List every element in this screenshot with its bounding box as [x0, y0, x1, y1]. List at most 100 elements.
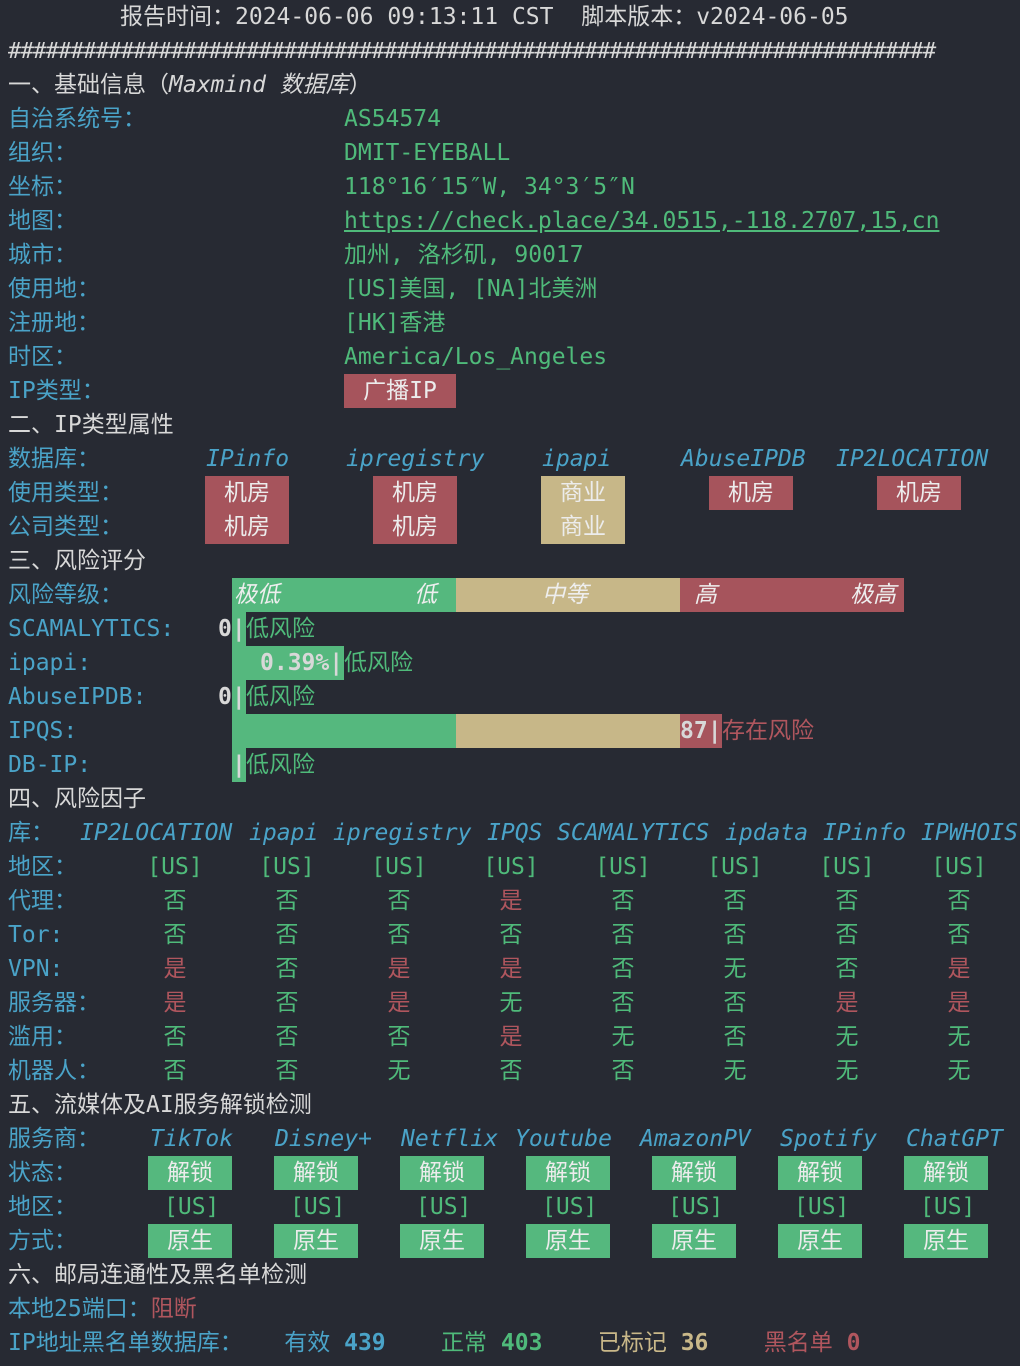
company-type-badge: 机房	[373, 510, 457, 544]
factor-value: 否	[499, 1058, 523, 1084]
basic-value: AS54574	[344, 106, 441, 132]
company-type-badge: 商业	[541, 510, 625, 544]
unlock-status-badge: 解锁	[526, 1156, 610, 1190]
score-bar	[232, 612, 246, 646]
unlock-method-badge: 原生	[274, 1224, 358, 1258]
factor-value: 是	[499, 1024, 523, 1050]
factor-value: 否	[163, 1024, 187, 1050]
level-medium: 中等	[542, 582, 588, 608]
factor-value: 否	[499, 922, 523, 948]
factor-value: [US]	[259, 854, 315, 880]
version: v2024-06-05	[696, 4, 849, 30]
unlock-method-badge: 原生	[400, 1224, 484, 1258]
factor-value: 否	[611, 956, 635, 982]
company-type-badge: 机房	[205, 510, 289, 544]
blacklist-count: 0	[846, 1330, 861, 1356]
normal-count: 403	[500, 1330, 543, 1356]
factor-value: 是	[499, 888, 523, 914]
basic-label: 注册地：	[8, 310, 100, 336]
factor-value: 无	[947, 1024, 971, 1050]
basic-label: IP类型：	[8, 378, 105, 404]
score-verdict: 低风险	[246, 752, 315, 778]
factor-value: [US]	[707, 854, 763, 880]
factor-value: 否	[723, 990, 747, 1016]
section-factors-title: 四、风险因子	[8, 786, 146, 812]
level-very-low: 极低	[234, 582, 280, 608]
blacklist-count-label: 黑名单	[763, 1330, 833, 1356]
score-verdict: 存在风险	[722, 718, 814, 744]
valid-count: 439	[344, 1330, 386, 1356]
db-label: 数据库：	[8, 446, 100, 472]
factor-db-name: IPinfo	[823, 820, 907, 846]
score-value: 0|	[218, 616, 246, 642]
service-region: [US]	[416, 1194, 472, 1220]
service-name: TikTok	[150, 1126, 234, 1152]
factor-label: Tor:	[8, 922, 64, 948]
factor-value: 否	[275, 990, 299, 1016]
score-bar-mid	[456, 714, 680, 748]
factor-value: 否	[611, 990, 635, 1016]
blacklist-row: IP地址黑名单数据库： 有效 439 正常 403 已标记 36 黑名单 0	[8, 1326, 861, 1360]
level-mid-segment	[456, 578, 680, 612]
score-bar	[232, 748, 246, 782]
section-basic-title: 一、基础信息（Maxmind 数据库）	[8, 68, 372, 102]
factor-value: 是	[387, 990, 411, 1016]
factor-value: 无	[611, 1024, 635, 1050]
usage-type-badge: 商业	[541, 476, 625, 510]
factor-value: [US]	[371, 854, 427, 880]
normal-label: 正常	[441, 1330, 488, 1356]
blacklist-label: IP地址黑名单数据库：	[8, 1330, 243, 1356]
level-very-high: 极高	[850, 582, 896, 608]
factor-value: 否	[275, 1024, 299, 1050]
unlock-method-badge: 原生	[652, 1224, 736, 1258]
db-name: ipregistry	[346, 446, 485, 472]
usage-type-badge: 机房	[205, 476, 289, 510]
unlock-status-badge: 解锁	[274, 1156, 358, 1190]
unlock-method-badge: 原生	[904, 1224, 988, 1258]
report-time: 2024-06-06 09:13:11 CST	[235, 4, 554, 30]
basic-label: 坐标：	[8, 174, 77, 200]
db-name: IP2LOCATION	[836, 446, 989, 472]
factor-value: 否	[163, 922, 187, 948]
score-label: AbuseIPDB:	[8, 684, 147, 710]
factor-value: 否	[723, 888, 747, 914]
level-low-segment	[232, 578, 456, 612]
service-region: [US]	[794, 1194, 850, 1220]
factor-value: 否	[835, 922, 859, 948]
score-bar	[232, 646, 344, 680]
factor-db-name: IPQS	[487, 820, 543, 846]
factor-label: 代理：	[8, 888, 77, 914]
factor-label: 滥用：	[8, 1024, 77, 1050]
factor-label: VPN:	[8, 956, 64, 982]
title-end: ）	[348, 72, 372, 98]
score-verdict: 低风险	[246, 684, 315, 710]
factor-value: 否	[611, 888, 635, 914]
factor-db-name: SCAMALYTICS	[557, 820, 710, 846]
score-label: SCAMALYTICS:	[8, 616, 175, 642]
company-label: 公司类型：	[8, 514, 123, 540]
unlock-status-badge: 解锁	[652, 1156, 736, 1190]
section-streaming-title: 五、流媒体及AI服务解锁检测	[8, 1092, 312, 1118]
map-link[interactable]: https://check.place/34.0515,-118.2707,15…	[344, 208, 940, 234]
score-verdict: 低风险	[344, 650, 413, 676]
level-high-segment	[680, 578, 904, 612]
factor-value: [US]	[931, 854, 987, 880]
unlock-status-badge: 解锁	[400, 1156, 484, 1190]
method-label: 方式：	[8, 1228, 77, 1254]
port-status: 阻断	[150, 1296, 197, 1322]
title-italic: Maxmind 数据库	[169, 72, 349, 98]
factors-db-label: 库：	[8, 820, 54, 846]
usage-type-badge: 机房	[877, 476, 961, 510]
usage-label: 使用类型：	[8, 480, 123, 506]
status-label: 状态：	[8, 1160, 77, 1186]
factor-value: 否	[387, 888, 411, 914]
score-bar-high	[680, 714, 722, 748]
provider-label: 服务商：	[8, 1126, 100, 1152]
db-name: IPinfo	[206, 446, 290, 472]
service-name: Netflix	[401, 1126, 498, 1152]
ip-type-badge: 广播IP	[344, 374, 456, 408]
factor-value: 否	[835, 956, 859, 982]
factor-value: 否	[611, 1058, 635, 1084]
unlock-method-badge: 原生	[778, 1224, 862, 1258]
